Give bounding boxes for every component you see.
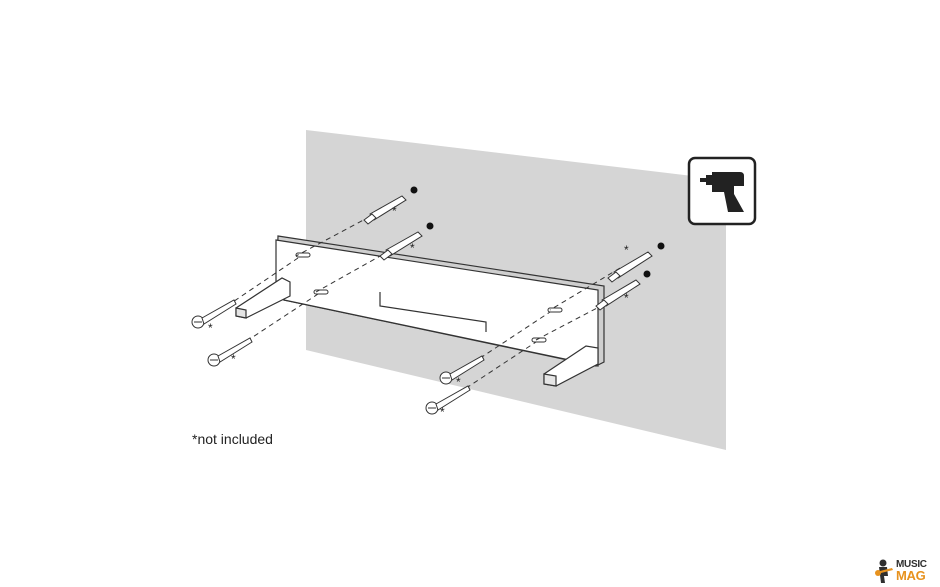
asterisk: * (456, 375, 461, 389)
wall-anchor (595, 279, 641, 311)
not-included-note: *not included (192, 431, 273, 447)
right-support-foot (543, 345, 599, 387)
screw (191, 299, 237, 329)
asterisk-marks: * * * * * * * * (208, 204, 629, 419)
screws (191, 299, 485, 415)
wall-holes (410, 186, 665, 278)
watermark-logo: MUSIC MAG (874, 558, 936, 584)
wall-anchor (363, 195, 407, 225)
wall-anchor (607, 251, 653, 283)
asterisk: * (392, 204, 397, 218)
left-support-foot (235, 277, 291, 319)
watermark-line2: MAG (896, 568, 926, 583)
asterisk: * (440, 405, 445, 419)
asterisk: * (624, 243, 629, 257)
asterisk: * (624, 291, 629, 305)
screw (425, 385, 471, 415)
screw (439, 355, 485, 385)
drill-icon (687, 156, 757, 226)
wall-anchors (363, 195, 653, 311)
screw (207, 337, 253, 367)
asterisk: * (208, 321, 213, 335)
watermark-line1: MUSIC (896, 559, 927, 570)
guitarist-icon (875, 559, 893, 583)
asterisk: * (410, 241, 415, 255)
wall-anchor (379, 231, 423, 261)
asterisk: * (231, 352, 236, 366)
